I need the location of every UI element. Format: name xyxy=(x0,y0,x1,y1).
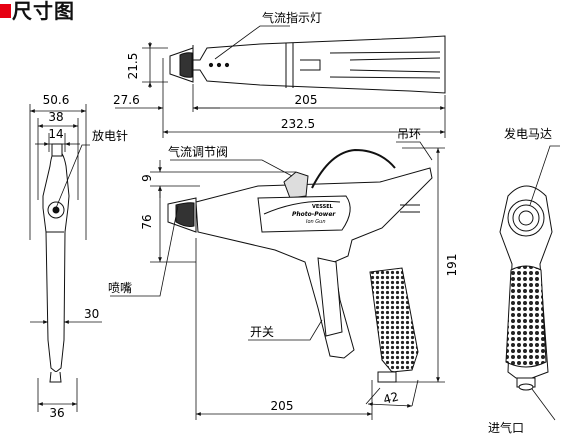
callout-hanging-ring: 吊环 xyxy=(397,127,421,141)
top-view xyxy=(169,35,446,94)
title-square-icon xyxy=(0,4,11,18)
dim-side-valve: 9 xyxy=(140,174,154,182)
label-brand: VESSEL xyxy=(312,204,334,210)
front-view-dimensions xyxy=(29,104,102,412)
side-view-dimensions xyxy=(110,141,445,420)
front-view xyxy=(42,143,70,383)
label-name-line2: Ion Gun xyxy=(306,219,326,225)
dim-side-nozzle-height: 76 xyxy=(140,214,154,229)
callout-air-inlet: 进气口 xyxy=(488,420,524,435)
dim-front-mid-width: 38 xyxy=(48,110,63,124)
side-view xyxy=(167,148,433,383)
title-text: 尺寸图 xyxy=(12,0,75,23)
drawing-title: 尺寸图 xyxy=(0,0,75,22)
dim-front-grip-width: 30 xyxy=(84,307,99,321)
dim-side-length: 205 xyxy=(271,399,294,413)
top-view-dimensions xyxy=(115,25,446,138)
dim-top-height: 21.5 xyxy=(126,53,140,80)
callout-airflow-indicator: 气流指示灯 xyxy=(262,10,322,25)
callout-switch: 开关 xyxy=(250,325,274,339)
callout-nozzle: 喷嘴 xyxy=(108,281,132,295)
callout-generator-motor: 发电马达 xyxy=(504,126,552,141)
dim-top-total: 232.5 xyxy=(281,117,315,131)
dim-front-base-width: 36 xyxy=(49,406,64,420)
rear-view xyxy=(499,185,553,391)
rear-view-dimensions xyxy=(529,145,560,421)
dim-side-total-height: 191 xyxy=(445,254,459,277)
label-name-line1: Photo-Power xyxy=(292,211,336,218)
dim-side-inlet: 42 xyxy=(382,389,400,406)
dim-top-body: 205 xyxy=(295,93,318,107)
dim-top-tip: 27.6 xyxy=(113,93,140,107)
callout-airflow-valve: 气流调节阀 xyxy=(168,144,228,159)
dim-front-needle-width: 14 xyxy=(48,127,63,141)
dim-front-total-width: 50.6 xyxy=(43,93,70,107)
callout-discharge-needle: 放电针 xyxy=(92,128,128,143)
